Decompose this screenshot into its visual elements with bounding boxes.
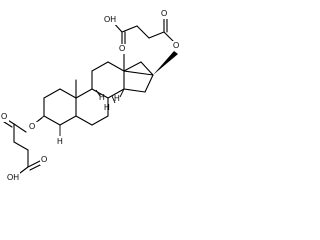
steroid-skeleton bbox=[43, 51, 178, 126]
atom-o-top-acid: O bbox=[119, 44, 125, 53]
stereo-hydrogens bbox=[95, 88, 125, 105]
atom-o-top-carbonyl: O bbox=[161, 9, 167, 18]
atom-o-17-ester: O bbox=[173, 41, 179, 50]
atom-labels: OH O O O H H H O O H O OH bbox=[0, 9, 181, 183]
atom-o-bottom-acid: O bbox=[41, 155, 47, 164]
atom-oh-bottom: OH bbox=[7, 173, 19, 182]
atom-oh-top: OH bbox=[104, 15, 116, 24]
atom-h-5: H bbox=[57, 137, 63, 146]
top-succinate-chain bbox=[110, 16, 177, 50]
atom-h-8: H bbox=[99, 93, 105, 102]
bottom-succinate-chain bbox=[0, 115, 61, 177]
atom-o-bottom-carbonyl: O bbox=[1, 112, 7, 121]
steroid-disuccinate-structure: OH O O O H H H O O H O OH bbox=[0, 9, 181, 183]
atom-o-3-ester: O bbox=[29, 122, 35, 131]
atom-h-14: H bbox=[114, 94, 120, 103]
atom-h-9: H bbox=[104, 103, 110, 112]
